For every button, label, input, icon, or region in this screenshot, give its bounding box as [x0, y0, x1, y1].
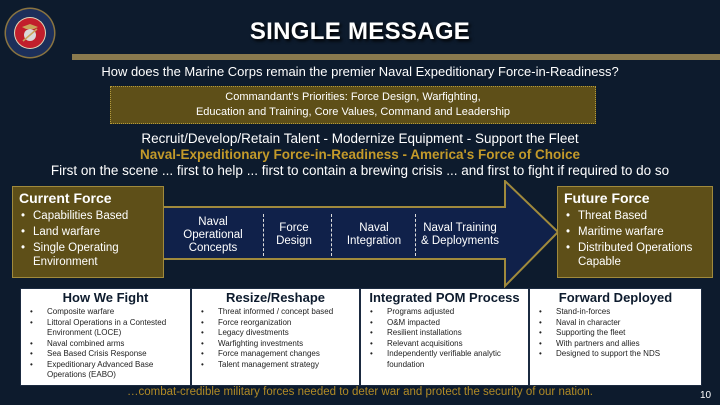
list-item: Single Operating Environment — [21, 241, 157, 269]
stage-naval-training-deployments: Naval Training & Deployments — [421, 222, 499, 247]
list-item: Maritime warfare — [566, 225, 706, 239]
statement-line-3: First on the scene ... first to help ...… — [50, 163, 670, 178]
current-force-title: Current Force — [19, 190, 112, 206]
statement-line-1: Recruit/Develop/Retain Talent - Moderniz… — [141, 131, 579, 146]
priorities-line-1: Commandant's Priorities: Force Design, W… — [225, 91, 481, 103]
title-divider — [72, 54, 720, 60]
list-item: Legacy divestments — [201, 328, 355, 339]
commandant-priorities-box: Commandant's Priorities: Force Design, W… — [110, 86, 596, 124]
future-force-title: Future Force — [564, 190, 650, 206]
list-item: Independently verifiable analytic founda… — [370, 349, 524, 370]
list-item: O&M impacted — [370, 318, 524, 329]
list-item: Stand-in-forces — [539, 307, 697, 318]
card-forward-deployed: Forward Deployed Stand-in-forces Naval i… — [529, 288, 702, 386]
card-integrated-pom-process: Integrated POM Process Programs adjusted… — [360, 288, 529, 386]
card-list: Stand-in-forces Naval in character Suppo… — [534, 307, 697, 360]
priorities-line-2: Education and Training, Core Values, Com… — [195, 106, 511, 118]
department-of-navy-seal-logo — [4, 7, 56, 59]
list-item: Warfighting investments — [201, 339, 355, 350]
list-item: Programs adjusted — [370, 307, 524, 318]
card-how-we-fight: How We Fight Composite warfare Littoral … — [20, 288, 191, 386]
list-item: Threat Based — [566, 209, 706, 223]
stage-divider — [331, 214, 332, 256]
list-item: Distributed Operations Capable — [566, 241, 706, 269]
list-item: Force reorganization — [201, 318, 355, 329]
list-item: Capabilities Based — [21, 209, 157, 223]
transition-arrow — [160, 180, 560, 288]
list-item: Naval in character — [539, 318, 697, 329]
statement-line-2: Naval-Expeditionary Force-in-Readiness -… — [139, 147, 581, 162]
page-number: 10 — [700, 390, 712, 401]
page-title: SINGLE MESSAGE — [249, 18, 471, 45]
list-item: Littoral Operations in a Contested Envir… — [30, 318, 186, 339]
list-item: Force management changes — [201, 349, 355, 360]
list-item: Naval combined arms — [30, 339, 186, 350]
list-item: Resilient installations — [370, 328, 524, 339]
future-force-box: Future Force Threat Based Maritime warfa… — [557, 186, 713, 278]
card-list: Programs adjusted O&M impacted Resilient… — [365, 307, 524, 370]
list-item: Threat informed / concept based — [201, 307, 355, 318]
card-list: Threat informed / concept based Force re… — [196, 307, 355, 370]
list-item: Talent management strategy — [201, 360, 355, 371]
list-item: Land warfare — [21, 225, 157, 239]
current-force-box: Current Force Capabilities Based Land wa… — [12, 186, 164, 278]
card-title: Forward Deployed — [558, 290, 673, 305]
list-item: Composite warfare — [30, 307, 186, 318]
list-item: With partners and allies — [539, 339, 697, 350]
current-force-list: Capabilities Based Land warfare Single O… — [19, 209, 157, 269]
list-item: Sea Based Crisis Response — [30, 349, 186, 360]
stage-force-design: Force Design — [276, 222, 312, 247]
pillar-cards: How We Fight Composite warfare Littoral … — [20, 288, 702, 386]
stage-divider — [415, 214, 416, 256]
key-question: How does the Marine Corps remain the pre… — [101, 64, 619, 79]
list-item: Supporting the fleet — [539, 328, 697, 339]
stage-divider — [263, 214, 264, 256]
card-title: Integrated POM Process — [369, 290, 520, 305]
card-resize-reshape: Resize/Reshape Threat informed / concept… — [191, 288, 360, 386]
footer-statement: …combat-credible military forces needed … — [127, 386, 593, 398]
card-title: How We Fight — [62, 290, 149, 305]
list-item: Designed to support the NDS — [539, 349, 697, 360]
card-title: Resize/Reshape — [226, 290, 325, 305]
future-force-list: Threat Based Maritime warfare Distribute… — [564, 209, 706, 269]
list-item: Relevant acquisitions — [370, 339, 524, 350]
stage-naval-operational-concepts: Naval Operational Concepts — [183, 215, 243, 254]
stage-naval-integration: Naval Integration — [346, 222, 402, 247]
card-list: Composite warfare Littoral Operations in… — [25, 307, 186, 381]
list-item: Expeditionary Advanced Base Operations (… — [30, 360, 186, 381]
